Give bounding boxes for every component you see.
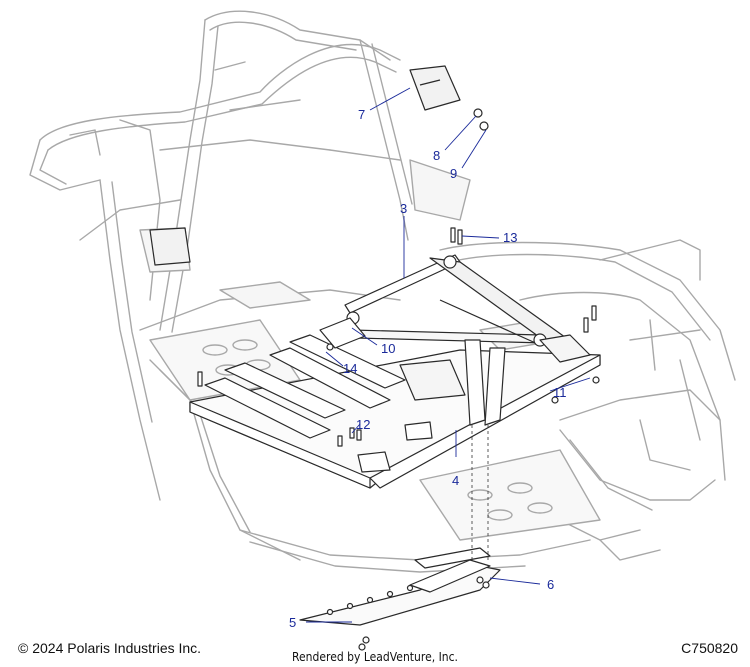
bolt-13 <box>450 227 456 243</box>
vertical-post-right <box>484 347 506 426</box>
center-plate <box>399 359 466 401</box>
callout-8: 8 <box>433 148 440 163</box>
callout-13: 13 <box>503 230 517 245</box>
diagram-id: C750820 <box>681 640 738 656</box>
callout-6: 6 <box>547 577 554 592</box>
copyright-text: © 2024 Polaris Industries Inc. <box>18 640 202 656</box>
bolt-5a <box>362 636 370 644</box>
callout-12: 12 <box>356 417 370 432</box>
leader-lines <box>306 87 591 623</box>
callout-9: 9 <box>450 166 457 181</box>
callout-11: 11 <box>553 385 567 400</box>
bracket-10 <box>319 317 366 349</box>
skid-plate-6 <box>414 547 491 569</box>
washer-9 <box>479 121 489 131</box>
callout-14: 14 <box>343 361 357 376</box>
upper-mount-bracket <box>409 65 461 111</box>
callout-labels: 3 4 5 6 7 8 9 10 11 12 13 14 <box>289 107 567 630</box>
bolt-6a <box>476 576 484 584</box>
rear-mount-box <box>539 334 591 363</box>
callout-10: 10 <box>381 341 395 356</box>
seat-rail-left <box>204 377 331 439</box>
callout-4: 4 <box>452 473 459 488</box>
callout-7: 7 <box>358 107 365 122</box>
left-mount-bracket <box>149 227 191 266</box>
callout-3: 3 <box>400 201 407 216</box>
seat-rail-right <box>269 347 391 409</box>
callout-5: 5 <box>289 615 296 630</box>
render-credit: Rendered by LeadVenture, Inc. <box>291 650 458 664</box>
nut-8 <box>473 108 483 118</box>
highlighted-parts <box>149 65 601 651</box>
alignment-lines <box>471 425 489 560</box>
